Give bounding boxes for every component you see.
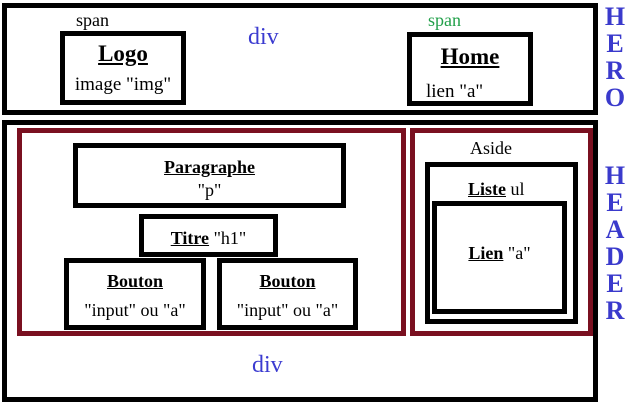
hero-letter: O — [604, 83, 626, 112]
logo-title: Logo — [98, 41, 148, 66]
aside-label: Aside — [470, 138, 512, 158]
liste-title: Liste — [468, 179, 506, 199]
home-box: Home lien "a" — [407, 32, 533, 106]
hero-letter: R — [605, 56, 625, 85]
aside-section — [410, 128, 593, 336]
lien-caption: "a" — [503, 243, 531, 263]
liste-box: Liste ul — [425, 162, 578, 324]
paragraph-title: Paragraphe — [164, 157, 255, 177]
titre-caption: "h1" — [209, 228, 247, 248]
titre-text: Titre "h1" — [144, 229, 273, 247]
header-letter: A — [605, 215, 625, 244]
header-vertical-label: H E A D E R — [600, 162, 630, 324]
content-section — [17, 128, 406, 336]
header-letter: R — [605, 296, 625, 325]
header-letter: E — [606, 269, 624, 298]
button-2-title: Bouton — [259, 271, 316, 291]
lien-title: Lien — [468, 243, 504, 263]
paragraph-box: Paragraphe "p" — [73, 143, 346, 208]
header-letter: D — [605, 242, 625, 271]
hero-letter: H — [604, 2, 626, 31]
button-2-caption: "input" ou "a" — [236, 300, 339, 320]
home-title: Home — [440, 44, 500, 69]
hero-span-right-label: span — [428, 10, 461, 30]
titre-box: Titre "h1" — [139, 214, 278, 257]
header-letter: E — [606, 188, 624, 217]
liste-caption: ul — [510, 179, 525, 199]
hero-span-left-label: span — [76, 10, 109, 30]
home-caption: lien "a" — [426, 81, 484, 102]
hero-letter: E — [606, 29, 624, 58]
logo-box: Logo image "img" — [60, 31, 186, 105]
main-div — [2, 120, 598, 402]
hero-vertical-label: H E R O — [600, 3, 630, 111]
hero-div-label: div — [248, 24, 279, 50]
main-div-label: div — [252, 352, 283, 378]
liste-text: Liste ul — [468, 180, 525, 198]
button-box-2: Bouton "input" ou "a" — [217, 258, 358, 330]
button-1-caption: "input" ou "a" — [84, 300, 186, 320]
lien-text: Lien "a" — [437, 244, 562, 262]
logo-caption: image "img" — [74, 74, 172, 95]
lien-box: Lien "a" — [432, 201, 567, 314]
header-letter: H — [604, 161, 626, 190]
paragraph-caption: "p" — [197, 180, 222, 200]
button-1-title: Bouton — [106, 271, 164, 291]
button-box-1: Bouton "input" ou "a" — [64, 258, 206, 330]
hero-div — [2, 3, 598, 115]
titre-title: Titre — [170, 228, 210, 248]
